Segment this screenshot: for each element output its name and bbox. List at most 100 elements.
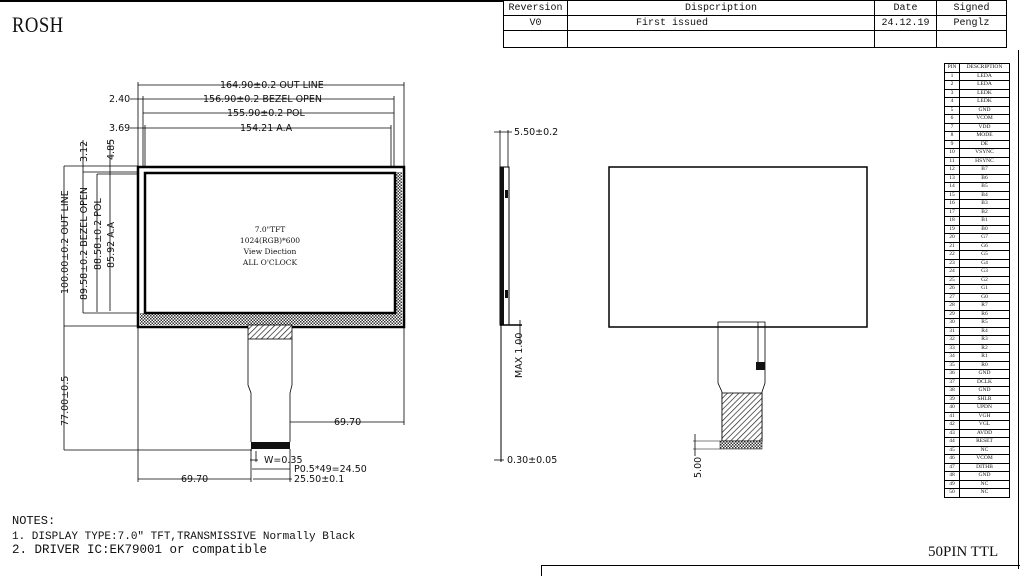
pin-description: NC xyxy=(959,479,1010,489)
screen-label-line: 1024(RGB)*600 xyxy=(240,236,300,245)
pin-description: G6 xyxy=(959,241,1010,251)
pin-description: NC xyxy=(959,488,1010,498)
pin-description: VSYNC xyxy=(959,148,1010,158)
pin-number: 11 xyxy=(944,156,960,166)
dim-height-bezel: 89.58±0.2 BEZEL OPEN xyxy=(79,187,90,300)
pin-description: B5 xyxy=(959,182,1010,192)
pin-number: 35 xyxy=(944,360,960,370)
pin-number: 33 xyxy=(944,343,960,353)
pin-number: 20 xyxy=(944,233,960,243)
pin-number: 27 xyxy=(944,292,960,302)
pin-number: 31 xyxy=(944,326,960,336)
pin-number: 49 xyxy=(944,479,960,489)
pin-number: 26 xyxy=(944,284,960,294)
pin-description: GND xyxy=(959,105,1010,115)
dim-pin-width: W=0.35 xyxy=(264,455,303,466)
dim-thickness: 5.50±0.2 xyxy=(514,127,558,138)
pin-description: VGH xyxy=(959,411,1010,421)
back-view xyxy=(608,166,868,456)
pin-description: NC xyxy=(959,445,1010,455)
screen-label-line: 7.0"TFT xyxy=(255,225,286,234)
pin-description: RESET xyxy=(959,437,1010,447)
pin-description: R7 xyxy=(959,301,1010,311)
pin-number: 9 xyxy=(944,139,960,149)
screen-label: 7.0"TFT 1024(RGB)*600 View Diection ALL … xyxy=(240,225,300,267)
pin-description: LEDA xyxy=(959,71,1010,81)
pin-number: 16 xyxy=(944,199,960,209)
pin-number: 10 xyxy=(944,148,960,158)
pin-description: R4 xyxy=(959,326,1010,336)
dim-width-outline: 164.90±0.2 OUT LINE xyxy=(220,80,324,91)
pin-description: R6 xyxy=(959,309,1010,319)
dim-max-label: MAX 1.00 xyxy=(514,333,525,378)
note-item: 2. DRIVER IC:EK79001 or compatible xyxy=(12,543,268,557)
pin-number: 22 xyxy=(944,250,960,260)
pin-description: VCOM xyxy=(959,454,1010,464)
dim-stiffener: 5.00 xyxy=(693,457,704,478)
brand-title: ROSH xyxy=(12,12,64,37)
pin-description: GND xyxy=(959,386,1010,396)
pin-header-description: DESCRIPTION xyxy=(959,63,1010,73)
pin-description: B6 xyxy=(959,173,1010,183)
pin-number: 30 xyxy=(944,318,960,328)
pin-description: DITHB xyxy=(959,462,1010,472)
side-view xyxy=(494,130,522,462)
notes-section: NOTES: 1. DISPLAY TYPE:7.0" TFT,TRANSMIS… xyxy=(12,514,355,557)
dim-fpc-thickness: 0.30±0.05 xyxy=(507,455,557,466)
pin-number: 23 xyxy=(944,258,960,268)
dim-width-pol: 155.90±0.2 POL xyxy=(227,108,306,119)
pin-description: G4 xyxy=(959,258,1010,268)
pin-description: LEDA xyxy=(959,80,1010,90)
dim-height-outline: 100.00±0.2 OUT LINE xyxy=(60,190,71,294)
pin-description: DCLK xyxy=(959,377,1010,387)
pin-number: 19 xyxy=(944,224,960,234)
dim-fpc-right-offset: 69.70 xyxy=(334,417,361,428)
pin-description: R3 xyxy=(959,335,1010,345)
pin-number: 37 xyxy=(944,377,960,387)
dim-fpc-length: 77.00±0.5 xyxy=(60,376,71,426)
pin-number: 41 xyxy=(944,411,960,421)
dim-bezel-offset: 2.40 xyxy=(109,94,130,105)
pin-description: VGL xyxy=(959,420,1010,430)
pin-number: 7 xyxy=(944,122,960,132)
pin-number: 24 xyxy=(944,267,960,277)
pin-number: 47 xyxy=(944,462,960,472)
pin-number: 18 xyxy=(944,216,960,226)
pin-number: 42 xyxy=(944,420,960,430)
pin-number: 8 xyxy=(944,131,960,141)
dim-fpc-width: 25.50±0.1 xyxy=(294,474,344,485)
screen-label-line: ALL O'CLOCK xyxy=(242,258,298,267)
pin-number: 40 xyxy=(944,403,960,413)
pin-description: SHLR xyxy=(959,394,1010,404)
pin-description: UPDN xyxy=(959,403,1010,413)
pin-description: G1 xyxy=(959,284,1010,294)
